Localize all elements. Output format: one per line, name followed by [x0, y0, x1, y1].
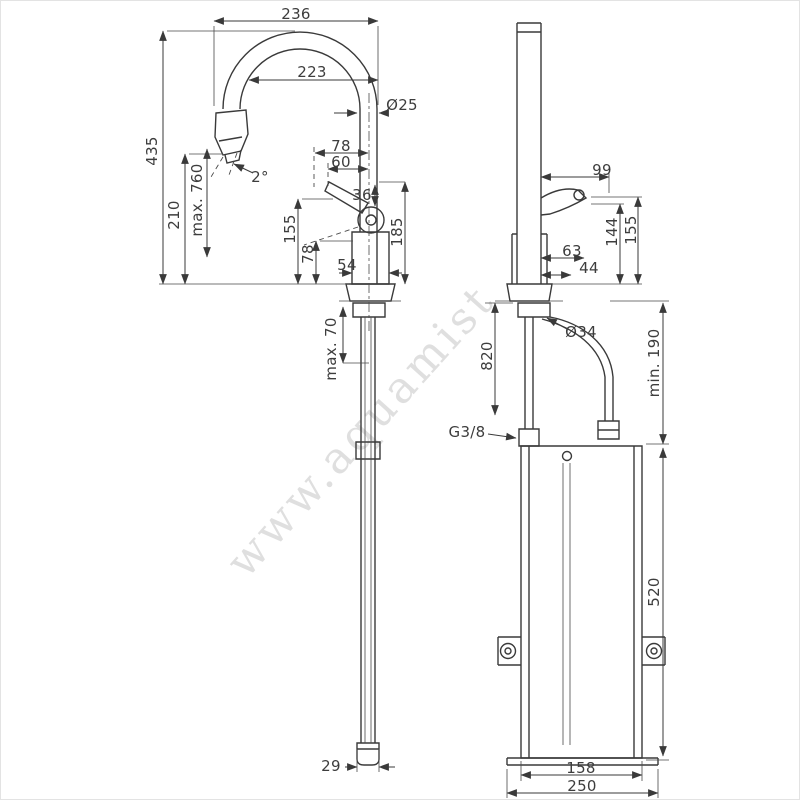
dim-78-left: 78 — [299, 244, 317, 264]
dim-63: 63 — [562, 242, 582, 260]
dim-min190: min. 190 — [645, 328, 663, 398]
pullout-hose — [524, 317, 534, 429]
spout-arc-inner — [239, 48, 361, 232]
dim-max70: max. 70 — [322, 317, 340, 381]
handle-lever — [324, 181, 369, 214]
dim-210: 210 — [165, 200, 183, 230]
dim-158: 158 — [566, 759, 596, 777]
right-view-faucet — [497, 22, 666, 766]
escutcheon-front — [506, 283, 553, 302]
box-flange — [506, 757, 659, 766]
mounting-box-walls — [528, 446, 635, 758]
escutcheon — [345, 283, 396, 302]
faucet-body — [351, 231, 390, 285]
handle-front — [540, 188, 588, 216]
spray-cone — [210, 152, 238, 178]
tab-left-hole-inner — [504, 647, 512, 655]
dim-236: 236 — [281, 5, 311, 23]
lever-alt-position — [303, 226, 359, 246]
dim-44: 44 — [579, 259, 599, 277]
tab-right-hole-outer — [645, 642, 663, 660]
dim-435: 435 — [143, 136, 161, 166]
box-top-hole — [561, 450, 573, 462]
handle-knob — [573, 189, 585, 201]
box-tab-left — [497, 636, 521, 666]
dim-520: 520 — [645, 577, 663, 607]
dim-36: 36 — [352, 186, 372, 204]
tab-left-hole-outer — [499, 642, 517, 660]
dim-144: 144 — [603, 217, 621, 247]
spray-head — [214, 109, 249, 156]
dim-185: 185 — [388, 217, 406, 247]
pullout-fitting — [518, 428, 540, 447]
handle-pivot-inner — [365, 214, 377, 226]
hose-end — [356, 742, 380, 766]
tab-right-hole-inner — [650, 647, 658, 655]
spray-nozzle — [224, 149, 242, 164]
dim-78-top: 78 — [331, 137, 351, 155]
column — [516, 22, 542, 284]
dim-223: 223 — [297, 63, 327, 81]
dim-820: 820 — [478, 341, 496, 371]
hose-outer — [360, 317, 376, 743]
dim-29: 29 — [321, 757, 341, 775]
dim-dia25: Ø25 — [386, 96, 418, 114]
dim-max760: max. 760 — [188, 163, 206, 237]
dim-dia34: Ø34 — [565, 323, 597, 341]
mounting-box — [520, 445, 643, 759]
dim-99: 99 — [592, 161, 612, 179]
dim-60: 60 — [331, 153, 351, 171]
dim-g38: G3/8 — [448, 423, 486, 441]
left-view-faucet — [214, 31, 396, 766]
supply-connector — [597, 420, 620, 440]
dim-250: 250 — [567, 777, 597, 795]
hose-fitting — [355, 441, 381, 460]
extension-lines — [159, 26, 669, 798]
dim-155-right: 155 — [622, 215, 640, 245]
dimension-lines — [159, 17, 667, 797]
dim-54: 54 — [337, 256, 357, 274]
dim-angle2: 2° — [251, 168, 269, 186]
shank-nut — [352, 302, 386, 318]
shank-nut-front — [517, 302, 551, 318]
handle-pivot — [357, 206, 385, 234]
dim-155-left: 155 — [281, 214, 299, 244]
spray-head-line — [218, 136, 243, 142]
